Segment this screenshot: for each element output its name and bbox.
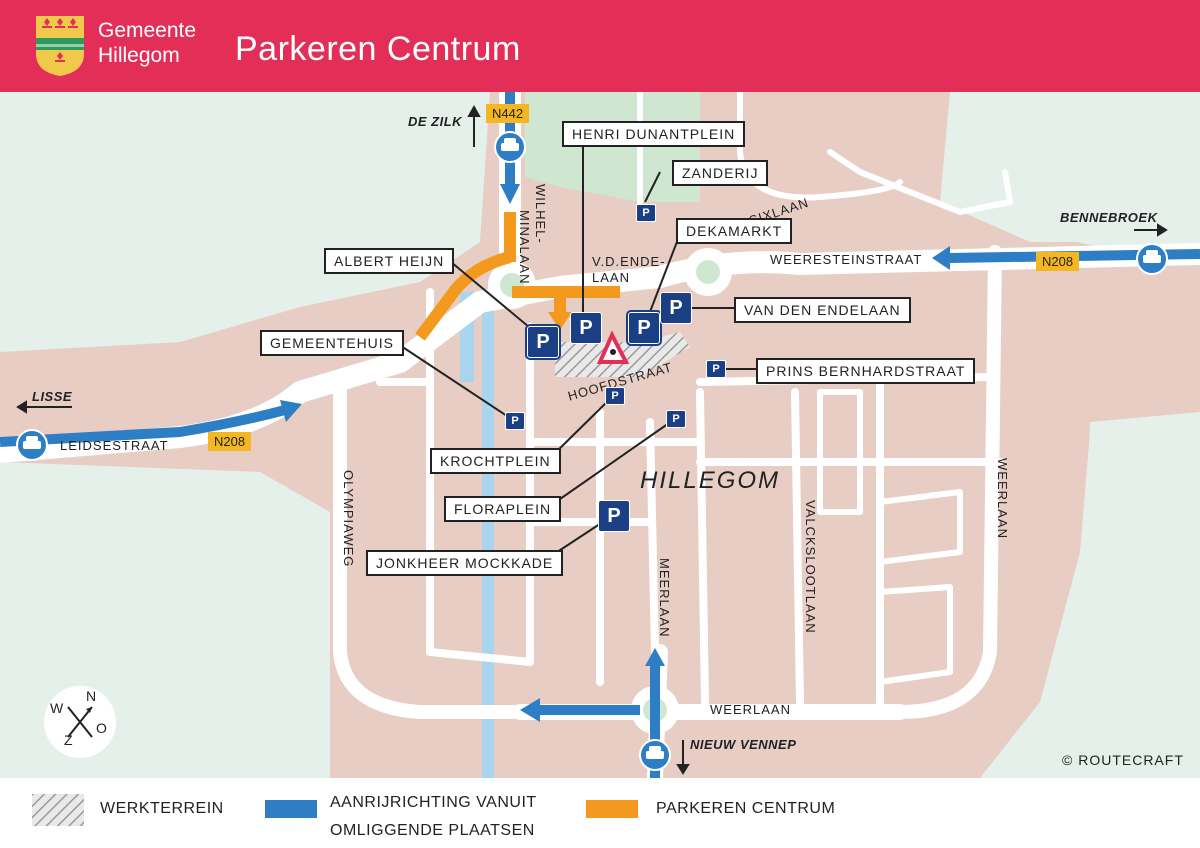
hillegom-crest-icon [36,16,84,76]
header-bar: Gemeente Hillegom Parkeren Centrum [0,0,1200,92]
page-title: Parkeren Centrum [235,30,521,68]
parking-henri-dunantplein-icon[interactable]: P [570,312,602,344]
badge-n442: N442 [486,104,530,123]
municipality-line1: Gemeente [98,19,197,42]
road-vdendelaan-2: LAAN [592,270,630,285]
car-icon-east [1136,243,1168,275]
parking-floraplein-icon[interactable]: P [666,410,686,428]
compass-z: Z [64,732,74,748]
map-area[interactable]: N W Z O DE ZILK BENNEBROEK LISSE NIEUW V… [0,92,1200,778]
badge-n208-east: N208 [1036,252,1080,271]
place-lisse: LISSE [32,389,73,404]
label-prins-bernhardstraat[interactable]: PRINS BERNHARDSTRAAT [756,358,976,384]
legend-parkeren-swatch [586,800,638,818]
map-canvas [0,92,1200,778]
roadworks-icon [596,330,630,364]
car-icon-south [639,739,671,771]
label-henri-dunantplein[interactable]: HENRI DUNANTPLEIN [562,121,746,147]
road-leidsestraat: LEIDSESTRAAT [60,438,169,453]
parking-krochtplein-icon[interactable]: P [605,387,625,405]
credit: © ROUTECRAFT [1062,752,1184,768]
arrow-west-in [280,400,302,422]
place-nieuw-vennep: NIEUW VENNEP [690,737,797,752]
place-bennebroek: BENNEBROEK [1060,210,1158,225]
label-van-den-endelaan[interactable]: VAN DEN ENDELAAN [734,297,911,323]
parking-jonkheer-mockkade-icon[interactable]: P [598,500,630,532]
label-floraplein[interactable]: FLORAPLEIN [444,496,562,522]
badge-n208-west: N208 [208,432,252,451]
road-weeresteinstraat: WEERESTEINSTRAAT [770,252,923,267]
legend: WERKTERREIN AANRIJRICHTING VANUIT OMLIGG… [0,778,1200,848]
arrow-south-west [520,698,540,722]
label-krochtplein[interactable]: KROCHTPLEIN [430,448,561,474]
compass-icon [44,686,116,758]
label-gemeentehuis[interactable]: GEMEENTEHUIS [260,330,405,356]
east-green [960,92,1200,247]
label-dekamarkt[interactable]: DEKAMARKT [676,218,793,244]
parking-zanderij-icon[interactable]: P [636,204,656,222]
arrow-down-north [500,184,520,204]
direction-arrows [16,104,1168,775]
legend-aanrijrichting-label-1: AANRIJRICHTING VANUIT [330,794,537,811]
municipality-name: Gemeente Hillegom [98,18,196,68]
legend-aanrijrichting-swatch [265,800,317,818]
legend-aanrijrichting-label-2: OMLIGGENDE PLAATSEN [330,822,535,839]
parking-prins-bernhardstraat-icon[interactable]: P [706,360,726,378]
place-de-zilk: DE ZILK [408,114,463,129]
compass-n: N [86,688,98,704]
road-wilhelminalaan-1: WILHEL- [533,184,548,244]
car-icon-west [16,429,48,461]
road-meerlaan: MEERLAAN [657,558,672,638]
park-area [525,92,700,202]
municipality-line2: Hillegom [98,44,180,67]
parking-garage-dekamarkt-icon[interactable]: P [626,310,662,346]
parking-van-den-endelaan-icon[interactable]: P [660,292,692,324]
label-jonkheer-mockkade[interactable]: JONKHEER MOCKKADE [366,550,564,576]
arrow-east-in [932,246,950,270]
legend-parkeren-label: PARKEREN CENTRUM [656,800,836,817]
south-east-green [990,412,1200,778]
car-icon-north [494,131,526,163]
road-olympiaweg: OLYMPIAWEG [341,470,356,568]
place-hillegom: HILLEGOM [640,467,781,494]
road-weerlaan-horizontal: WEERLAAN [710,702,791,717]
road-wilhelminalaan-2: MINALAAN [517,210,532,285]
arrow-south-up [645,648,665,666]
parking-gemeentehuis-icon[interactable]: P [505,412,525,430]
road-vdendelaan-1: V.D.ENDE- [592,254,666,269]
legend-werkterrein-swatch [32,794,84,826]
road-weerlaan-vertical: WEERLAAN [995,458,1010,539]
label-albert-heijn[interactable]: ALBERT HEIJN [324,248,455,274]
compass-w: W [50,700,65,716]
road-valckslootlaan: VALCKSLOOTLAAN [803,500,818,634]
parking-garage-albert-heijn-icon[interactable]: P [525,324,561,360]
compass-o: O [96,720,108,736]
label-zanderij[interactable]: ZANDERIJ [672,160,769,186]
legend-werkterrein-label: WERKTERREIN [100,800,224,817]
